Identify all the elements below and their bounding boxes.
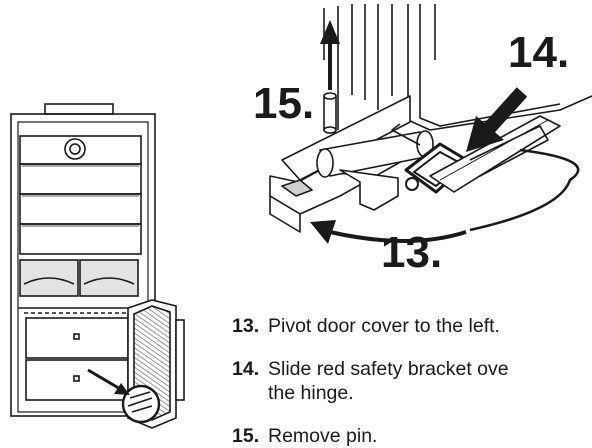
arrow-to-hinge-icon	[87, 368, 130, 395]
step-text: Slide red safety bracket ove	[268, 358, 509, 380]
instruction-step-13: 13. Pivot door cover to the left.	[232, 314, 500, 338]
step-text: Pivot door cover to the left.	[268, 315, 500, 337]
step-text: Remove pin.	[268, 425, 378, 447]
step-number: 14.	[232, 358, 260, 380]
arrow-diagonal-icon	[466, 87, 528, 152]
step-text-continued: the hinge.	[268, 382, 354, 404]
callout-step-15: 15.	[253, 79, 315, 128]
step-number: 15.	[232, 425, 260, 447]
callout-step-13: 13.	[381, 228, 443, 277]
arrow-up-icon	[320, 20, 340, 90]
hinge-detail-illustration	[269, 4, 592, 244]
instruction-step-15: 15. Remove pin.	[232, 424, 377, 448]
thermostat-dial	[64, 138, 86, 160]
hinge-highlight-circle	[121, 384, 161, 424]
refrigerator-illustration	[10, 103, 185, 429]
step-number: 13.	[232, 315, 260, 337]
instruction-step-14: 14. Slide red safety bracket ove the hing…	[232, 357, 509, 405]
callout-step-14: 14.	[508, 28, 570, 77]
rotate-left-arrow-icon	[310, 220, 467, 244]
